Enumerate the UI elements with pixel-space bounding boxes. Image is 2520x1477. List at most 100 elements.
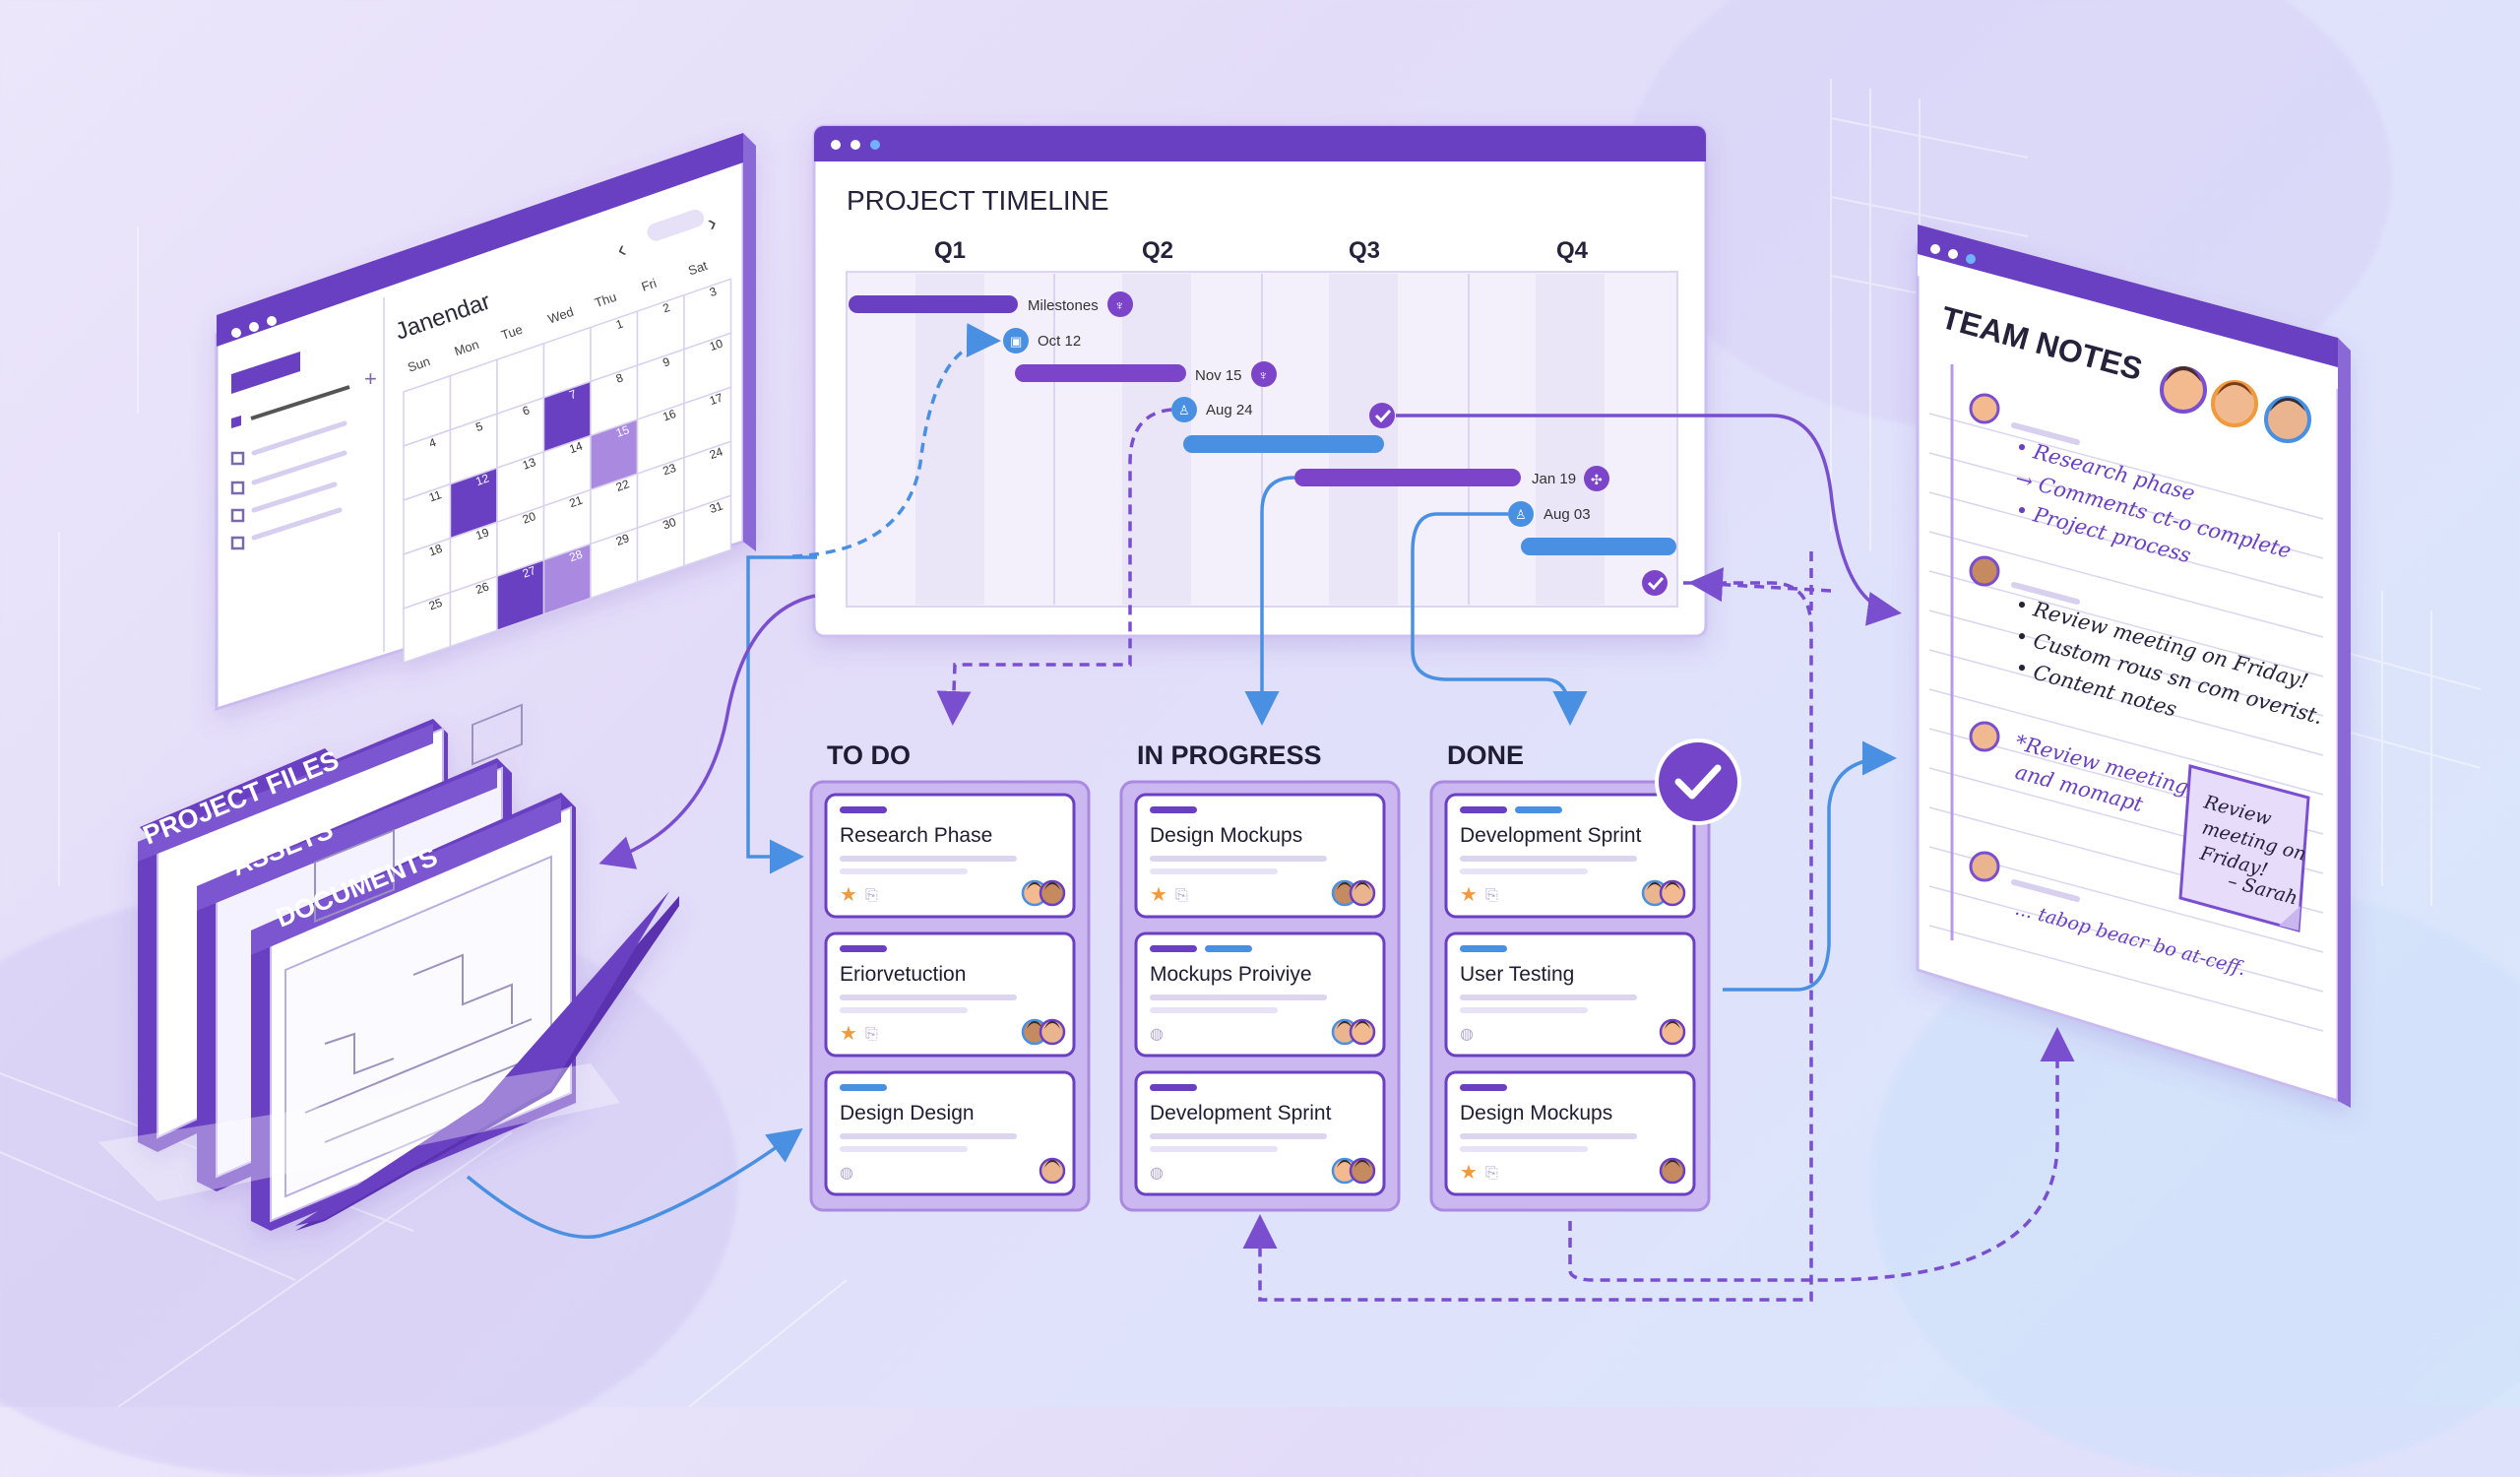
label-nov15: Nov 15 xyxy=(1195,367,1242,384)
weekday-label: Thu xyxy=(593,289,618,310)
card-tag xyxy=(1515,806,1562,813)
assignee-avatar[interactable] xyxy=(1349,879,1376,907)
label-jan19: Jan 19 xyxy=(1532,471,1576,487)
assignee-avatar[interactable] xyxy=(1039,1018,1066,1046)
attachment-icon[interactable]: ⎘ xyxy=(1485,887,1498,904)
quarter-q3: Q3 xyxy=(1349,237,1380,264)
kanban-card[interactable]: Design Design ◍ xyxy=(824,1070,1076,1196)
trophy-icon xyxy=(1107,291,1133,317)
card-tag xyxy=(1150,1084,1197,1091)
calendar-day-number: 20 xyxy=(521,509,537,527)
team-icon xyxy=(1171,397,1197,422)
kanban-card[interactable]: Research Phase ★ ⎘ xyxy=(824,793,1076,919)
add-icon[interactable]: + xyxy=(364,366,377,391)
weekday-label: Sat xyxy=(686,258,710,279)
calendar-day-number: 11 xyxy=(427,487,444,504)
calendar-event-icon xyxy=(1003,328,1029,353)
kanban-card[interactable]: Design Mockups★⎘ xyxy=(1134,793,1386,919)
attachment-icon[interactable]: ⎘ xyxy=(865,1026,878,1043)
calendar-sidebar-button[interactable] xyxy=(231,352,300,394)
gantt-bar-aug24[interactable] xyxy=(1183,435,1384,453)
gantt-bar-aug03[interactable] xyxy=(1521,538,1676,555)
calendar-day-number: 1 xyxy=(614,316,625,332)
team-icon xyxy=(1508,501,1534,527)
calendar-day-number: 21 xyxy=(567,493,584,511)
team-avatars[interactable] xyxy=(2160,366,2311,443)
kanban-card[interactable]: Development Sprint★⎘ xyxy=(1444,793,1696,919)
star-icon[interactable]: ★ xyxy=(840,884,857,906)
sticky-note[interactable]: Review meeting on Friday! – Sarah xyxy=(2178,764,2310,932)
globe-icon[interactable]: ◍ xyxy=(1460,1026,1474,1043)
attachment-icon[interactable]: ⎘ xyxy=(1175,887,1188,904)
calendar-day-number: 19 xyxy=(473,525,490,543)
sparkle-icon xyxy=(1584,466,1609,491)
assignee-avatar[interactable] xyxy=(1659,1018,1686,1046)
calendar-day-cell[interactable] xyxy=(683,494,732,567)
kanban-card[interactable]: Eriorvetuction★⎘ xyxy=(824,931,1076,1058)
attachment-icon[interactable]: ⎘ xyxy=(865,887,878,904)
card-tag xyxy=(840,806,887,813)
connectors xyxy=(466,323,2075,1302)
kanban-card[interactable]: Design Mockups★⎘ xyxy=(1444,1070,1696,1196)
globe-icon[interactable]: ◍ xyxy=(840,1165,853,1182)
assignee-avatar[interactable] xyxy=(1349,1157,1376,1185)
svg-text:▣: ▣ xyxy=(1010,334,1022,349)
star-icon[interactable]: ★ xyxy=(1150,884,1167,906)
calendar-day-number: 15 xyxy=(614,422,631,440)
card-title: Research Phase xyxy=(840,824,992,847)
kanban-column-title: TO DO xyxy=(827,740,911,770)
calendar-day-number: 7 xyxy=(567,387,578,403)
svg-text:♆: ♆ xyxy=(1114,297,1125,313)
globe-icon[interactable]: ◍ xyxy=(1150,1026,1164,1043)
calendar-day-number: 10 xyxy=(708,336,724,353)
calendar-day-number: 16 xyxy=(661,407,677,424)
weekday-label: Tue xyxy=(499,322,525,343)
calendar-day-number: 6 xyxy=(521,403,532,418)
card-tag xyxy=(1460,806,1507,813)
card-tag xyxy=(1460,945,1507,952)
task-checkboxes[interactable] xyxy=(230,451,245,550)
kanban-card[interactable]: Mockups Proiviye◍ xyxy=(1134,931,1386,1058)
calendar-day-number: 8 xyxy=(614,370,625,386)
assignee-avatar[interactable] xyxy=(1659,879,1686,907)
card-tag xyxy=(1150,945,1197,952)
calendar-day-number: 24 xyxy=(708,444,724,462)
star-icon[interactable]: ★ xyxy=(840,1023,857,1045)
card-title: Design Design xyxy=(840,1102,975,1124)
calendar-day-number: 13 xyxy=(521,455,537,473)
calendar-day-number: 14 xyxy=(567,439,584,457)
timeline-title: PROJECT TIMELINE xyxy=(847,185,1109,216)
trophy-icon xyxy=(1251,361,1277,387)
assignee-avatar[interactable] xyxy=(1659,1157,1686,1185)
gantt-bar-milestones[interactable] xyxy=(849,295,1018,313)
gantt-bar-jan19[interactable] xyxy=(1294,469,1521,486)
svg-text:✣: ✣ xyxy=(1591,472,1603,487)
assignee-avatar[interactable] xyxy=(1039,879,1066,907)
quarter-q2: Q2 xyxy=(1142,237,1173,264)
team-notes-panel: TEAM NOTES • Research phase → Comments c… xyxy=(1916,225,2351,1108)
assignee-avatar[interactable] xyxy=(1039,1157,1066,1185)
project-timeline-window: PROJECT TIMELINE Q1 Q2 Q3 Q4 Milestones … xyxy=(812,124,1708,638)
star-icon[interactable]: ★ xyxy=(1460,884,1478,906)
calendar-day-number: 18 xyxy=(427,542,444,559)
label-aug24: Aug 24 xyxy=(1206,402,1253,418)
calendar-day-number: 25 xyxy=(427,596,444,613)
calendar-day-number: 12 xyxy=(473,471,490,488)
card-tag xyxy=(1460,1084,1507,1091)
calendar-day-number: 9 xyxy=(661,354,671,370)
svg-text:♆: ♆ xyxy=(1258,367,1269,383)
calendar-day-number: 26 xyxy=(473,579,490,597)
kanban-card[interactable]: Development Sprint ◍ xyxy=(1134,1070,1386,1196)
label-aug03: Aug 03 xyxy=(1544,506,1591,523)
check-icon xyxy=(1642,570,1668,596)
kanban-card[interactable]: User Testing ◍ xyxy=(1444,931,1696,1058)
svg-text:♙: ♙ xyxy=(1515,507,1527,522)
attachment-icon[interactable]: ⎘ xyxy=(1485,1165,1498,1182)
star-icon[interactable]: ★ xyxy=(1460,1162,1478,1184)
card-title: User Testing xyxy=(1460,963,1574,986)
assignee-avatar[interactable] xyxy=(1349,1018,1376,1046)
gantt-bar-nov15[interactable] xyxy=(1015,364,1186,382)
card-title: Development Sprint xyxy=(1150,1102,1332,1124)
globe-icon[interactable]: ◍ xyxy=(1150,1165,1164,1182)
